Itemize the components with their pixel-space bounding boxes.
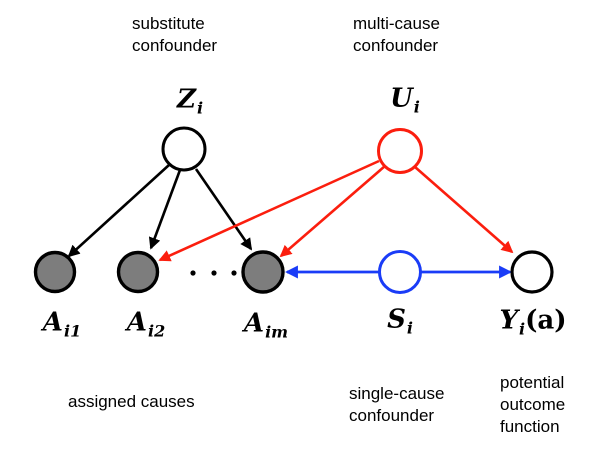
node-a1-circle	[33, 250, 77, 294]
node-label-u: Ui	[390, 84, 420, 117]
ellipsis-dot	[190, 270, 196, 276]
math-subscript: i	[196, 98, 204, 118]
node-label-s: Si	[387, 305, 413, 338]
math-subscript: i1	[63, 321, 82, 341]
annotation-assigned-causes: assigned causes	[68, 392, 195, 411]
annotation-multi-cause-confounder: multi-cause confounder	[353, 14, 440, 55]
math-paren-close: )	[554, 305, 567, 336]
edge-z-to-am-arrow	[194, 168, 253, 251]
math-base: Z	[176, 84, 196, 115]
edge-z-to-a2-arrow	[148, 169, 182, 250]
math-subscript: i	[413, 97, 420, 117]
math-base: S	[387, 304, 406, 335]
edge-u-to-am-arrow	[279, 165, 386, 258]
math-base: A	[42, 307, 63, 338]
edge-u-to-y-arrow	[414, 166, 514, 254]
node-label-am: Aim	[244, 309, 288, 342]
edge-z-to-a1-arrow	[67, 164, 170, 258]
math-base: U	[390, 83, 413, 114]
node-s-circle	[378, 250, 422, 294]
math-subscript: i	[406, 318, 413, 338]
node-a2-circle	[116, 250, 160, 294]
annotation-potential-outcome-function: potential outcome function	[500, 373, 566, 436]
node-label-y: Yi(a)	[499, 306, 566, 339]
math-paren-open: (	[525, 305, 538, 336]
node-u-circle	[377, 128, 423, 174]
node-z-circle	[161, 126, 207, 172]
ellipsis-dot	[231, 270, 237, 276]
math-subscript: i	[519, 319, 526, 339]
math-subscript: im	[265, 322, 289, 342]
edge-u-to-a2-arrow	[158, 159, 380, 262]
math-base: Y	[499, 305, 518, 336]
node-label-a1: Ai1	[43, 308, 81, 341]
annotation-substitute-confounder: substitute confounder	[132, 14, 218, 55]
node-label-z: Zi	[177, 85, 203, 118]
annotation-single-cause-confounder: single-cause confounder	[349, 384, 445, 425]
math-base: A	[243, 308, 265, 339]
math-bold-a: a	[537, 305, 555, 336]
math-subscript: i2	[147, 321, 166, 341]
node-label-a2: Ai2	[127, 308, 165, 341]
node-y-circle	[510, 250, 554, 294]
ellipsis-dot	[211, 270, 217, 276]
node-am-circle	[241, 250, 285, 294]
math-base: A	[126, 307, 147, 338]
